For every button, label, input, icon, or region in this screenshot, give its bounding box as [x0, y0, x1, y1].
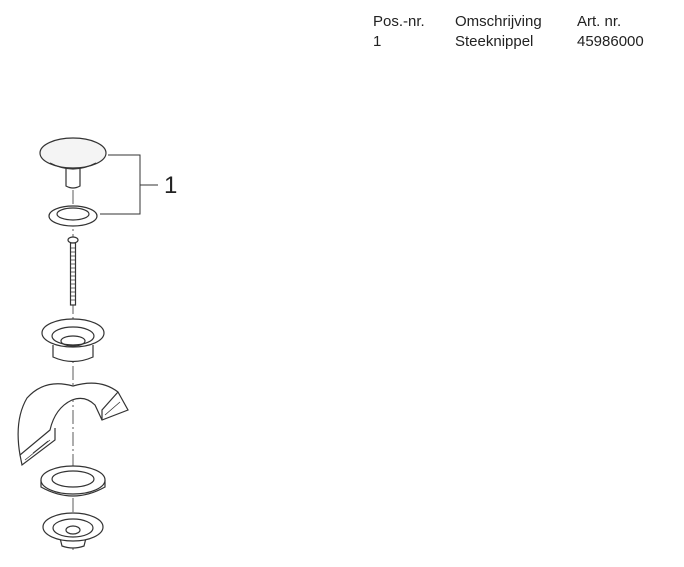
cell-description: Steeknippel [455, 33, 534, 50]
strainer-body [42, 512, 104, 549]
parts-table: Pos.-nr. Omschrijving Art. nr. 1 Steekni… [373, 12, 677, 52]
header-pos-nr: Pos.-nr. [373, 13, 425, 30]
table-row: 1 Steeknippel 45986000 [373, 32, 677, 52]
sealing-ring [48, 205, 98, 227]
header-article-nr: Art. nr. [577, 13, 622, 30]
cell-pos-nr: 1 [373, 33, 382, 50]
sink-cutaway [17, 382, 129, 467]
drain-flange [41, 318, 105, 363]
cell-article-nr: 45986000 [577, 33, 644, 50]
callout-bracket [100, 154, 158, 215]
callout-label: 1 [164, 172, 178, 199]
screw [67, 236, 79, 306]
lock-ring [40, 465, 106, 497]
drain-cap [39, 137, 107, 189]
header-description: Omschrijving [455, 13, 542, 30]
table-header-row: Pos.-nr. Omschrijving Art. nr. [373, 12, 677, 32]
